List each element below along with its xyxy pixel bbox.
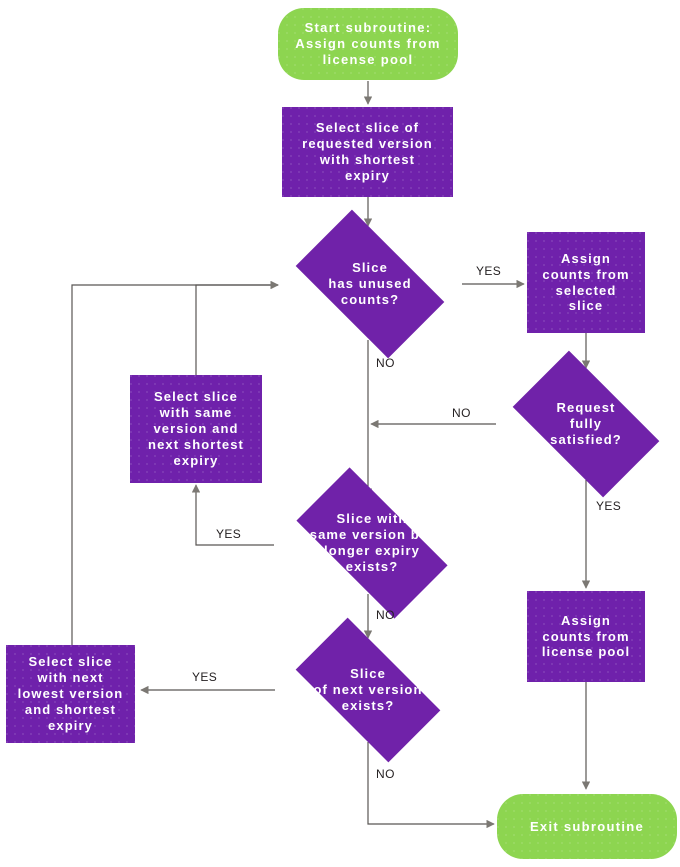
node-start-subroutine[interactable]: Start subroutine: Assign counts from lic… [278,8,458,80]
node-assign-counts-selected-slice-label: Assign counts from selected slice [542,250,630,314]
node-decision-request-fully-satisfied[interactable]: Request fully satisfied? [496,350,676,498]
edge-label-no-next-version-exists: NO [376,767,395,781]
node-decision-longer-expiry-exists-label: Slice with same version but longer expir… [309,511,435,574]
edge-next-version-no-to-exit [367,742,495,829]
node-select-slice-requested-version-label: Select slice of requested version with s… [302,120,433,183]
node-decision-longer-expiry-exists[interactable]: Slice with same version but longer expir… [274,467,470,619]
node-select-slice-next-lowest-version-label: Select slice with next lowest version an… [17,654,124,733]
node-exit-subroutine-label: Exit subroutine [529,818,645,834]
node-decision-request-fully-satisfied-label: Request fully satisfied? [550,400,622,447]
node-assign-counts-selected-slice[interactable]: Assign counts from selected slice [527,232,645,333]
edge-label-yes-next-version-exists: YES [192,670,218,684]
edge-label-no-slice-has-unused: NO [376,356,395,370]
node-select-slice-same-version-next-expiry[interactable]: Select slice with same version and next … [130,375,262,483]
edge-label-yes-request-fully-satisfied: YES [596,499,622,513]
edge-select-next-lowest-to-has-unused-loop [71,280,279,645]
edge-label-yes-longer-expiry-exists: YES [216,527,242,541]
edge-select-same-version-to-has-unused-loop [195,280,279,375]
edge-label-no-longer-expiry-exists: NO [376,608,395,622]
node-decision-next-version-exists[interactable]: Slice of next version exists? [275,617,461,763]
node-decision-slice-has-unused-counts[interactable]: Slice has unused counts? [278,209,462,359]
edge-label-yes-slice-has-unused: YES [476,264,502,278]
node-select-slice-next-lowest-version[interactable]: Select slice with next lowest version an… [6,645,135,743]
node-start-subroutine-label: Start subroutine: Assign counts from lic… [295,20,441,67]
node-assign-counts-license-pool[interactable]: Assign counts from license pool [527,591,645,682]
node-decision-slice-has-unused-counts-label: Slice has unused counts? [328,260,412,307]
node-exit-subroutine[interactable]: Exit subroutine [497,794,677,859]
edge-label-no-request-fully-satisfied: NO [452,406,471,420]
edge-longer-expiry-yes-to-select-same-version [191,484,274,546]
node-select-slice-same-version-next-expiry-label: Select slice with same version and next … [148,389,244,468]
node-decision-next-version-exists-label: Slice of next version exists? [313,666,423,713]
node-select-slice-requested-version[interactable]: Select slice of requested version with s… [282,107,453,197]
node-assign-counts-license-pool-label: Assign counts from license pool [541,612,631,660]
